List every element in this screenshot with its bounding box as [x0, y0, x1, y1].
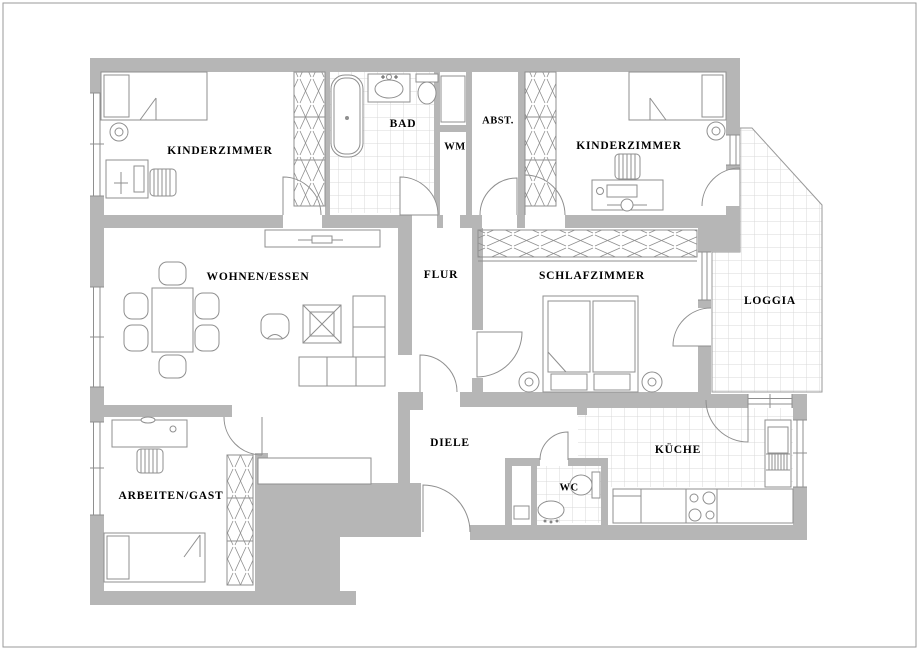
window-schlafzimmer-icon — [698, 251, 711, 301]
bathroom-sink-icon — [367, 73, 411, 103]
window-kinderzimmer-rechts-icon — [726, 134, 740, 166]
armchair-icon — [260, 313, 290, 340]
wc-sink-icon — [537, 500, 565, 524]
bathtub-icon — [330, 74, 364, 158]
toilet-wc-icon — [569, 471, 601, 499]
balcony-door-window-icon — [747, 394, 793, 408]
bed-kinderzimmer-links-icon — [100, 71, 208, 121]
desk-kinderzimmer-links-icon — [105, 159, 149, 199]
door-kinderzimmer-links — [282, 176, 322, 216]
wardrobe-arbeiten-icon — [226, 454, 254, 586]
door-abstellraum — [479, 177, 518, 216]
sofa-icon — [298, 295, 386, 387]
sideboard-icon — [264, 229, 381, 248]
door-kinderzimmer-rechts — [524, 174, 566, 216]
window-wohnen-icon — [90, 286, 104, 388]
kitchen-sink-icon — [764, 419, 792, 488]
stove-icon — [685, 488, 718, 524]
kueche-floor-tiles — [578, 408, 793, 487]
nightstand-schlafzimmer-left-icon — [518, 371, 540, 393]
nightstand-kinderzimmer-links-icon — [109, 122, 129, 142]
door-arbeiten-gast — [223, 416, 263, 456]
office-chair-arbeiten-icon — [136, 448, 164, 474]
door-bad — [399, 176, 439, 216]
doors-layer — [223, 167, 749, 533]
coffee-table-icon — [302, 304, 342, 344]
window-kueche-icon — [793, 419, 807, 488]
fridge-icon — [612, 488, 642, 524]
window-kinderzimmer-links-icon — [90, 92, 104, 197]
wardrobes-layer — [226, 71, 698, 586]
wc-closet-shelf — [513, 505, 530, 520]
dining-table-icon — [123, 261, 220, 379]
door-loggia-kueche — [705, 399, 749, 443]
furniture-layer — [100, 71, 794, 583]
duct-shaft — [440, 75, 466, 123]
double-bed-icon — [542, 295, 639, 393]
nightstand-kinderzimmer-rechts-icon — [706, 121, 726, 141]
wardrobe-kinderzimmer-links-icon — [293, 71, 326, 207]
office-chair-kinderzimmer-rechts-icon — [614, 153, 641, 180]
office-chair-kinderzimmer-links-icon — [149, 168, 177, 197]
door-wc — [539, 431, 569, 461]
nightstand-schlafzimmer-right-icon — [641, 371, 663, 393]
entrance-door — [422, 484, 471, 533]
diele-bench — [257, 457, 372, 485]
bed-kinderzimmer-rechts-icon — [628, 71, 727, 121]
windows-layer — [90, 92, 807, 516]
desk-kinderzimmer-rechts-icon — [591, 179, 664, 212]
door-schlafzimmer-loggia — [672, 307, 712, 347]
window-arbeiten-icon — [90, 421, 104, 516]
door-kinderzimmer-loggia — [701, 167, 741, 207]
door-schlafzimmer — [476, 331, 523, 378]
walls-layer — [90, 58, 807, 605]
toilet-bad-icon — [415, 73, 439, 105]
desk-arbeiten-icon — [111, 416, 188, 448]
bed-arbeiten-icon — [103, 532, 206, 583]
door-wohnen-flur — [419, 354, 458, 393]
wardrobe-schlafzimmer-icon — [477, 229, 698, 262]
wardrobe-kinderzimmer-rechts-icon — [524, 71, 557, 207]
